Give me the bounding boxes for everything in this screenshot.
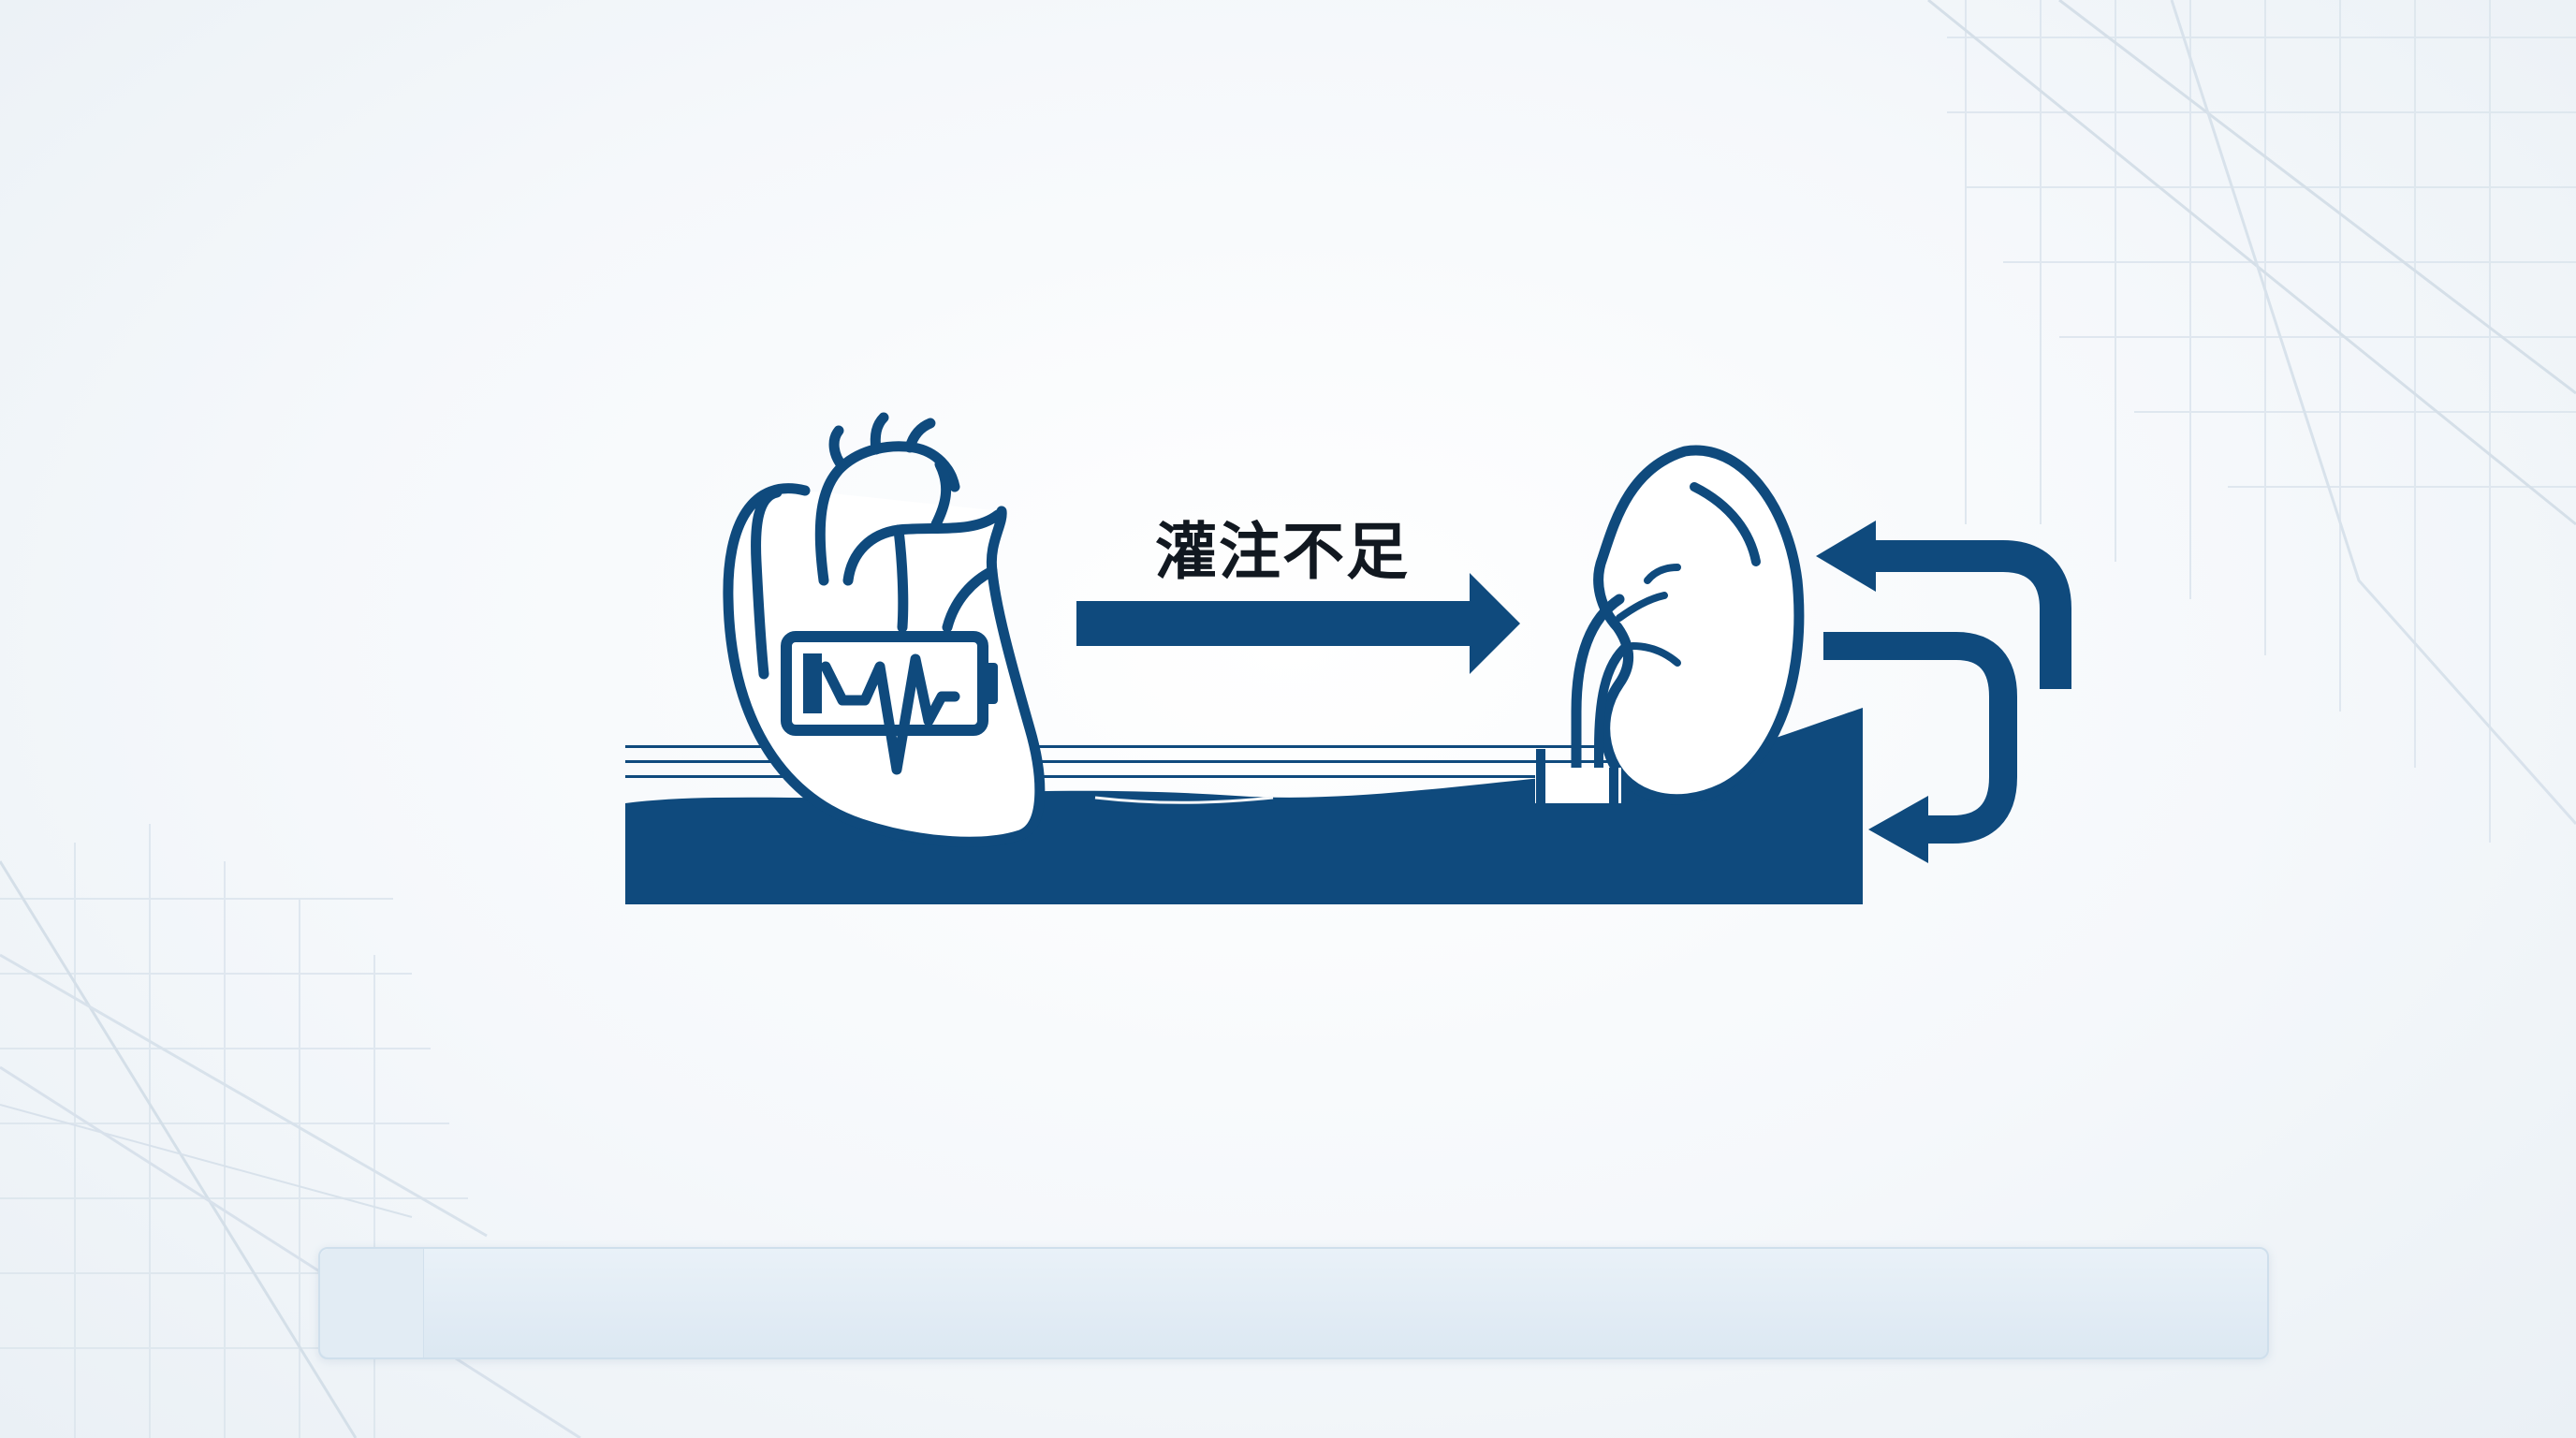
- circular-return-arrows-icon: [1816, 521, 2071, 863]
- flow-label: 灌注不足: [1155, 516, 1410, 588]
- caption-bar-tab: [320, 1249, 424, 1357]
- fluid-band: [625, 708, 1863, 904]
- kidney-icon: [1535, 445, 1805, 811]
- heart-with-low-battery-icon: [723, 412, 1046, 847]
- caption-bar: [318, 1247, 2269, 1359]
- right-arrow-icon: [1076, 573, 1520, 674]
